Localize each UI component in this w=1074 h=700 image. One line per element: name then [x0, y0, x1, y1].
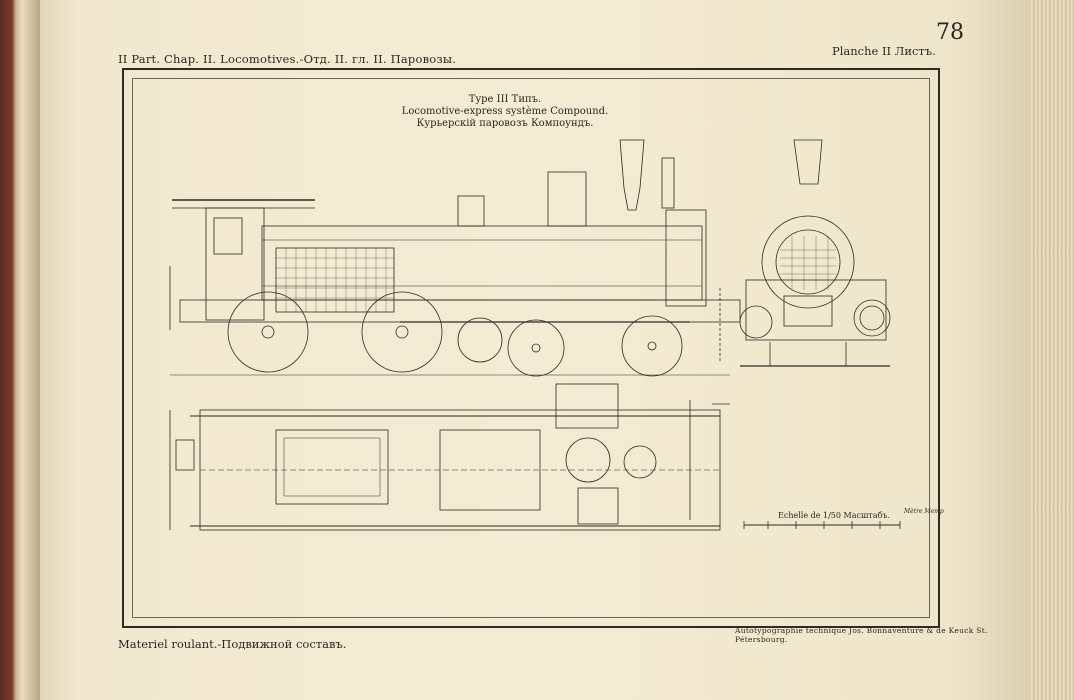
plate-outer-frame [122, 68, 940, 628]
plate-title-type: Type III Типъ. [468, 94, 542, 105]
plate-title-french: Locomotive-express système Compound. [401, 106, 609, 117]
plate-inner-frame [132, 78, 930, 618]
side-elevation-drawing [169, 139, 741, 377]
scale-unit: Mètre Метр [904, 508, 944, 515]
book-page-edges [1030, 0, 1074, 700]
scale-label: Echelle de 1/50 Масштабъ. [778, 511, 891, 520]
running-footer-left: Materiel roulant.-Подвижной составъ. [118, 637, 347, 651]
printer-imprint: Autotypographie technique Jos. Bonnavent… [735, 626, 988, 644]
book-page: 78 II Part. Chap. II. Locomotives.-Отд. … [40, 0, 1030, 700]
front-elevation-drawing [739, 139, 891, 367]
plate-title-block: Type III Типъ. Locomotive-express systèm… [380, 94, 630, 130]
plan-view-drawing [169, 383, 730, 531]
locomotive-drawings [169, 139, 901, 531]
running-header-left: II Part. Chap. II. Locomotives.-Отд. II.… [118, 52, 457, 66]
book-spine-edge [0, 0, 40, 700]
scale-bar [743, 521, 901, 529]
running-header-right: Planche II Листъ. [832, 44, 936, 58]
plate-title-russian: Курьерскiй паровозъ Компоундъ. [416, 118, 594, 129]
page-number: 78 [936, 20, 964, 45]
